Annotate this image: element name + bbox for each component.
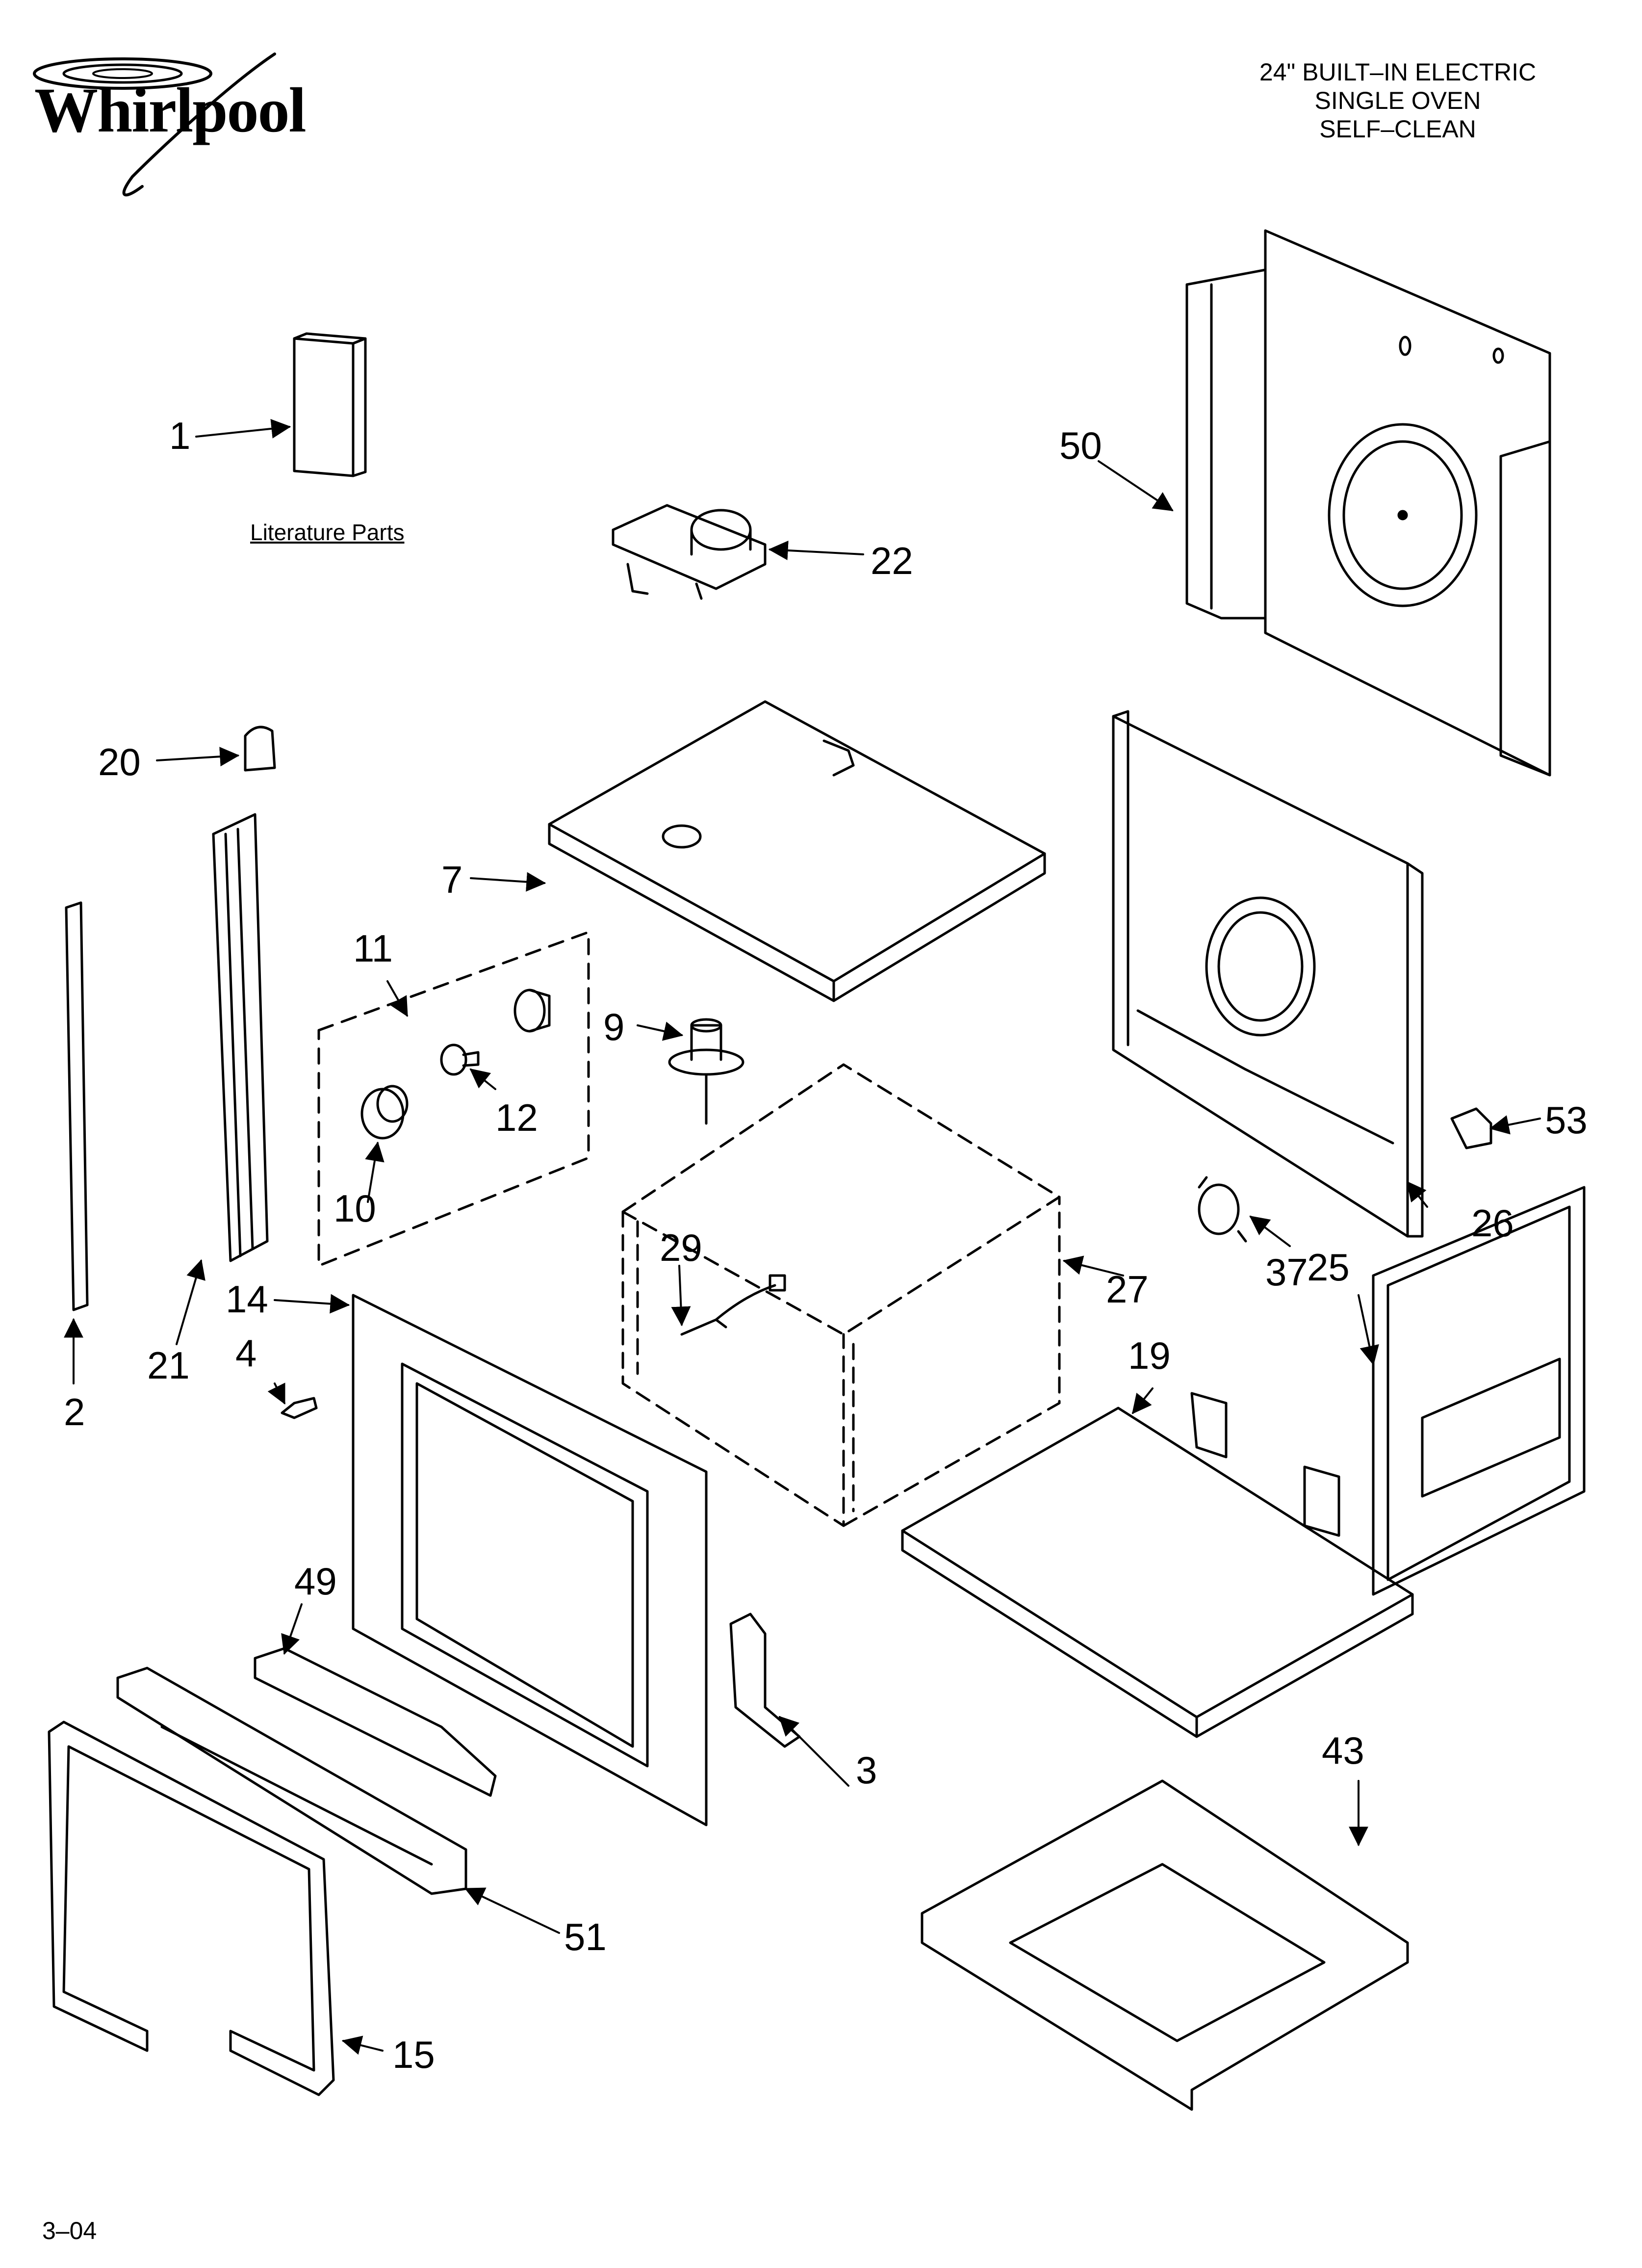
callout-43: 43 <box>1322 1729 1364 1772</box>
part-4-screw <box>281 1397 318 1419</box>
part-25-side-panel <box>1372 1186 1586 1596</box>
callout-26: 26 <box>1471 1201 1514 1245</box>
callout-37: 37 <box>1265 1251 1308 1294</box>
part-2-side-trim <box>65 901 89 1311</box>
part-26-back-panel <box>1112 710 1424 1238</box>
model-title-line-3: SELF–CLEAN <box>1319 115 1476 143</box>
part-50-rear-panel <box>1185 229 1551 777</box>
literature-parts-label: Literature Parts <box>250 520 405 545</box>
callout-2: 2 <box>64 1390 85 1434</box>
callout-11: 11 <box>353 927 393 970</box>
part-37-bracket <box>1198 1176 1247 1243</box>
part-27-oven-cavity <box>621 1063 1061 1527</box>
callout-numbers: 1 2 3 4 7 9 10 11 12 14 15 19 20 21 22 2… <box>64 414 1588 2076</box>
callout-25: 25 <box>1307 1246 1350 1289</box>
callout-19: 19 <box>1128 1334 1171 1377</box>
part-49-trim <box>254 1647 497 1797</box>
callout-leaders <box>64 418 1541 2055</box>
callout-29: 29 <box>660 1226 702 1269</box>
part-22-relay-assembly <box>612 504 767 600</box>
part-21-vertical-rail <box>212 813 269 1262</box>
part-11-group-box <box>317 931 590 1267</box>
callout-51: 51 <box>564 1915 607 1958</box>
part-12-switch <box>440 1043 480 1076</box>
part-19-bottom-shelf <box>901 1392 1414 1738</box>
callout-21: 21 <box>147 1344 190 1387</box>
callout-9: 9 <box>603 1005 624 1048</box>
part-14-front-frame <box>352 1294 708 1826</box>
part-1-literature-book <box>293 332 367 477</box>
whirlpool-swirl-icon <box>33 52 276 197</box>
model-title-line-1: 24" BUILT–IN ELECTRIC <box>1259 58 1537 86</box>
callout-27: 27 <box>1106 1268 1149 1311</box>
part-43-base-pan <box>921 1779 1409 2111</box>
callout-1: 1 <box>169 414 190 457</box>
callout-4: 4 <box>235 1331 257 1375</box>
callout-53: 53 <box>1545 1098 1588 1142</box>
callout-7: 7 <box>441 858 462 901</box>
callout-22: 22 <box>871 539 913 582</box>
part-29-sensor <box>680 1274 786 1336</box>
part-20-cap <box>244 726 276 772</box>
part-7-top-panel <box>548 700 1046 1002</box>
callout-49: 49 <box>294 1560 337 1603</box>
part-10-knob <box>360 1085 409 1140</box>
callout-50: 50 <box>1059 424 1102 467</box>
part-9-thermostat <box>668 1018 744 1125</box>
page-code: 3–04 <box>42 2217 97 2244</box>
callout-12: 12 <box>495 1096 538 1139</box>
callout-10: 10 <box>334 1187 376 1230</box>
callout-14: 14 <box>226 1277 268 1321</box>
part-15-gasket <box>48 1721 335 2096</box>
callout-20: 20 <box>98 740 141 783</box>
callout-15: 15 <box>392 2033 435 2076</box>
callout-3: 3 <box>856 1748 877 1792</box>
part-11-socket <box>513 989 551 1033</box>
model-title-line-2: SINGLE OVEN <box>1314 87 1481 114</box>
part-53-clip <box>1450 1107 1492 1149</box>
